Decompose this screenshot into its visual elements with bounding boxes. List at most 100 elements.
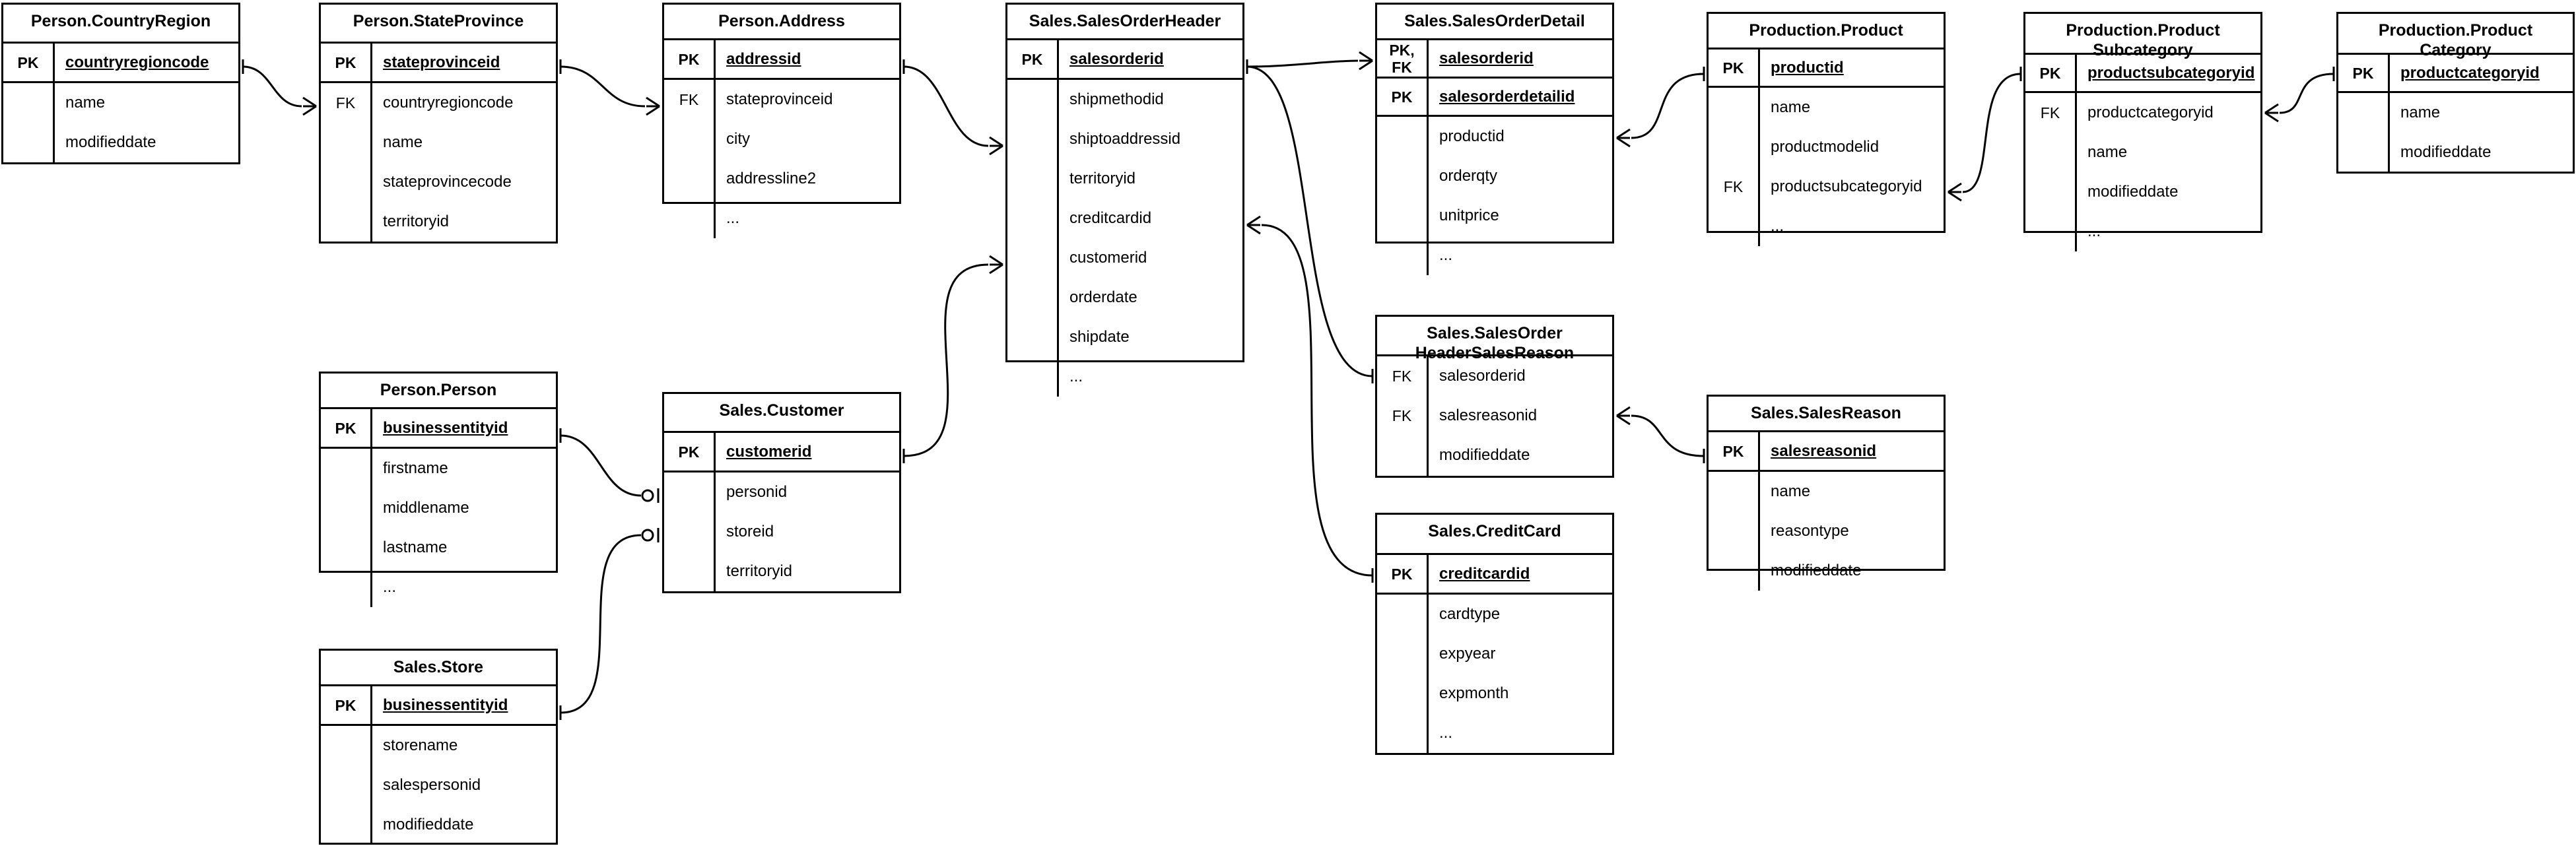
primary-key-attribute: salesorderid — [1429, 40, 1612, 77]
attribute-row: modifieddate — [1439, 446, 1530, 464]
entity-title: Sales.SalesOrder HeaderSalesReason — [1377, 317, 1612, 362]
attribute-row: orderqty — [1439, 167, 1498, 185]
key-name-cell: creditcardid — [1429, 555, 1612, 593]
attribute-name: creditcardid — [1439, 564, 1530, 583]
attribute-row: addressline2 — [726, 170, 817, 187]
attribute-tag-column: FK — [2025, 93, 2077, 251]
entity-title: Production.Product Category — [2338, 14, 2573, 59]
attribute-row: countryregioncode — [383, 94, 514, 112]
attribute-tag-column — [1007, 80, 1059, 397]
cardinality-many-marker — [1616, 128, 1631, 139]
key-row: PK salesorderid — [1007, 40, 1242, 80]
cardinality-many-marker — [302, 105, 317, 116]
attribute-name: productsubcategoryid — [2087, 63, 2255, 82]
key-name-cell: businessentityid — [372, 686, 556, 724]
attribute-row: territoryid — [383, 212, 450, 230]
key-name-cell: salesreasonid — [1760, 432, 1944, 470]
primary-key-attribute: countryregioncode — [55, 44, 238, 81]
key-tag-cell: PK — [664, 40, 716, 78]
key-tag-cell: PK — [2338, 55, 2390, 91]
cardinality-many-marker — [1359, 59, 1373, 71]
attribute-name: businessentityid — [383, 418, 508, 437]
key-tag-label: PK — [1722, 442, 1744, 460]
attribute-tag-blank — [2025, 212, 2075, 251]
cardinality-many-marker — [2264, 103, 2279, 114]
key-tag-label: PK — [1021, 50, 1043, 68]
key-tag-label: PK — [678, 50, 700, 68]
attribute-tag-column: FK — [664, 80, 716, 238]
attribute-row: cardtype — [1439, 605, 1501, 623]
attribute-tag-blank — [3, 123, 53, 162]
foreign-key-tag-label: FK — [1392, 368, 1412, 385]
primary-key-attribute: salesorderid — [1059, 40, 1242, 78]
attribute-row: storename — [383, 736, 458, 754]
attribute-tag-column: FK — [321, 83, 372, 242]
relationship-line-creditcard-salesorderheader — [1261, 224, 1373, 577]
attribute-tag-blank — [1007, 199, 1057, 238]
relationship-line-productcategory-productsubcategory — [2279, 73, 2334, 114]
foreign-key-tag-label: FK — [335, 94, 356, 112]
entity-title: Sales.SalesOrderHeader — [1007, 5, 1242, 40]
attribute-row: customerid — [1069, 249, 1147, 267]
attribute-tag-blank — [1377, 674, 1427, 713]
entity-title: Sales.Customer — [664, 394, 899, 433]
attribute-tag-blank — [1007, 80, 1057, 119]
attribute-tag-blank — [2338, 133, 2388, 172]
key-tag-cell: PK — [3, 44, 55, 81]
cardinality-many-marker — [1616, 137, 1631, 148]
key-tag-cell: PK — [321, 44, 372, 81]
attribute-row: modifieddate — [65, 133, 156, 151]
attribute-row: firstname — [383, 459, 448, 477]
attribute-tag-blank — [664, 512, 714, 552]
relationship-line-customer-salesorderheader — [903, 263, 989, 457]
attribute-name: salesorderdetailid — [1439, 87, 1575, 106]
relationship-line-address-salesorderheader — [903, 65, 989, 147]
attribute-row: territoryid — [726, 562, 793, 580]
attribute-tag-blank — [1377, 436, 1427, 475]
attribute-row: lastname — [383, 538, 448, 556]
attribute-tag-blank — [1007, 317, 1057, 357]
key-tag-cell: PK — [1377, 79, 1429, 115]
attribute-tag-blank — [1709, 472, 1758, 511]
attribute-name: addressid — [726, 49, 801, 68]
attribute-row: stateprovincecode — [383, 173, 512, 191]
attribute-row: ... — [1439, 246, 1453, 264]
cardinality-zero-or-one-marker — [641, 489, 654, 502]
entity-title: Sales.SalesOrderDetail — [1377, 5, 1612, 40]
attribute-row: name — [1771, 482, 1811, 500]
cardinality-many-marker — [1616, 406, 1631, 417]
key-tag-label: PK — [1391, 565, 1413, 583]
attribute-tag-blank — [321, 726, 370, 765]
attribute-name: salesorderid — [1439, 49, 1534, 67]
key-tag-cell: PK — [1709, 49, 1760, 86]
attribute-tag-blank — [664, 472, 714, 512]
key-tag-label: PK — [2352, 64, 2374, 82]
primary-key-attribute: businessentityid — [372, 686, 556, 724]
